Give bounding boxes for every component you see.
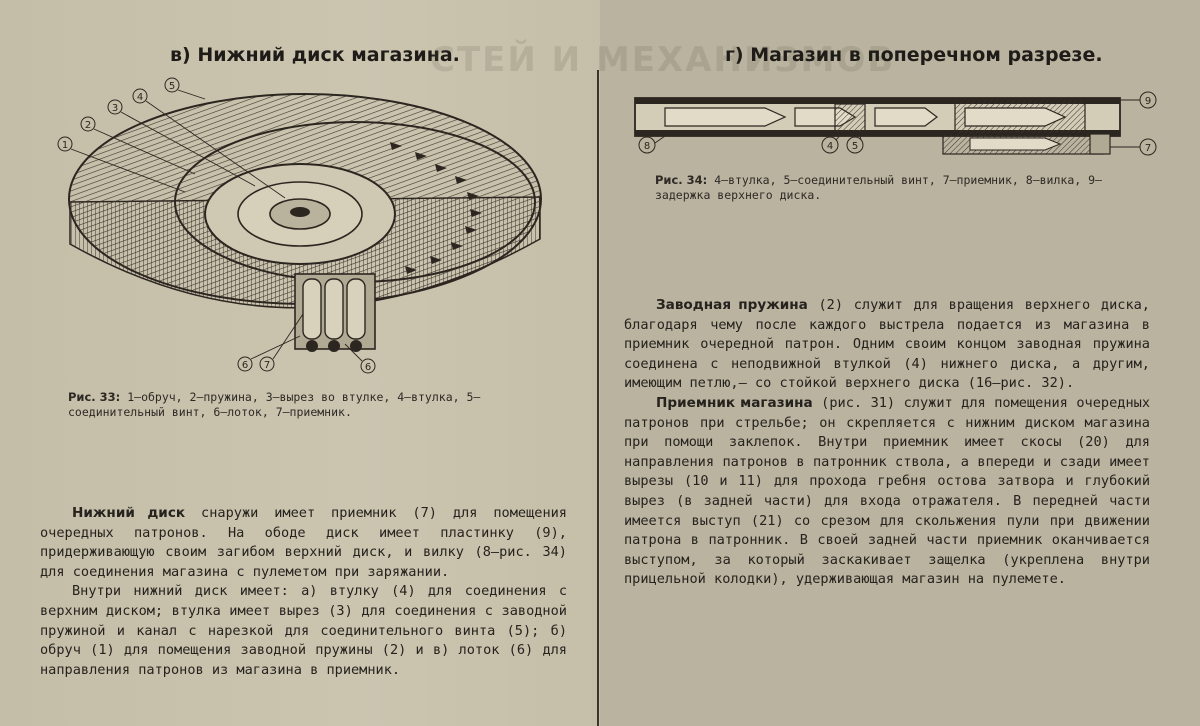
- fig33-caption: Рис. 33: 1—обруч, 2—пружина, 3—вырез во …: [68, 390, 530, 420]
- fig34-label-7: 7: [1145, 143, 1151, 154]
- fig34-magazine-section: 8 4 5 9 7: [634, 91, 1157, 156]
- left-paragraph-2: Внутри нижний диск имеет: а) втулку (4) …: [40, 582, 567, 680]
- fig33-caption-label: Рис. 33:: [68, 390, 121, 404]
- fig33-label-7: 7: [264, 360, 270, 371]
- fig34-caption-text: 4—втулка, 5—соединительный винт, 7—прием…: [655, 173, 1102, 202]
- left-heading: в) Нижний диск магазина.: [170, 44, 460, 66]
- right-paragraph-1-lead: Заводная пружина: [656, 297, 808, 313]
- fig33-label-1: 1: [62, 140, 68, 151]
- right-text-block: Заводная пружина (2) служит для вращения…: [624, 296, 1150, 590]
- bleed-through-ghost-text: СТЕЙ И МЕХАНИЗМОВ: [430, 40, 896, 80]
- right-page: г) Магазин в поперечном разрезе. 8 4 5 9: [600, 0, 1200, 726]
- right-paragraph-1-text: (2) служит для вращения верхнего диска, …: [624, 297, 1150, 392]
- right-heading: г) Магазин в поперечном разрезе.: [725, 44, 1103, 66]
- page-gutter-line: [597, 70, 599, 726]
- fig33-label-2: 2: [85, 120, 91, 131]
- left-text-block: Нижний диск снаружи имеет приемник (7) д…: [40, 504, 567, 680]
- fig34-label-9: 9: [1145, 96, 1151, 107]
- fig34-label-8: 8: [644, 141, 650, 152]
- left-paragraph-1-lead: Нижний диск: [72, 505, 186, 521]
- fig33-label-6a: 6: [242, 360, 248, 371]
- fig33-label-6b: 6: [365, 362, 371, 373]
- fig34-caption: Рис. 34: 4—втулка, 5—соединительный винт…: [655, 173, 1125, 203]
- fig33-label-5: 5: [169, 81, 175, 92]
- right-paragraph-1: Заводная пружина (2) служит для вращения…: [624, 296, 1150, 394]
- left-page: в) Нижний диск магазина.: [0, 0, 600, 726]
- fig34-label-4: 4: [827, 141, 833, 152]
- fig33-label-4: 4: [137, 92, 143, 103]
- fig33-disk-illustration: 1 2 3 4 5 6 7 6: [57, 77, 542, 374]
- right-paragraph-2-lead: Приемник магазина: [656, 394, 813, 411]
- right-paragraph-2-text: (рис. 31) служит для помещения очередных…: [624, 394, 1150, 588]
- left-paragraph-1: Нижний диск снаружи имеет приемник (7) д…: [40, 504, 567, 582]
- fig33-label-3: 3: [112, 103, 118, 114]
- right-paragraph-2: Приемник магазина (рис. 31) служит для п…: [624, 394, 1150, 590]
- left-paragraph-2-text: Внутри нижний диск имеет: а) втулку (4) …: [40, 583, 567, 678]
- left-paragraph-1-text: снаружи имеет приемник (7) для помещения…: [40, 505, 567, 580]
- fig34-caption-label: Рис. 34:: [655, 173, 708, 187]
- fig33-caption-text: 1—обруч, 2—пружина, 3—вырез во втулке, 4…: [68, 390, 481, 419]
- fig34-label-5: 5: [852, 141, 858, 152]
